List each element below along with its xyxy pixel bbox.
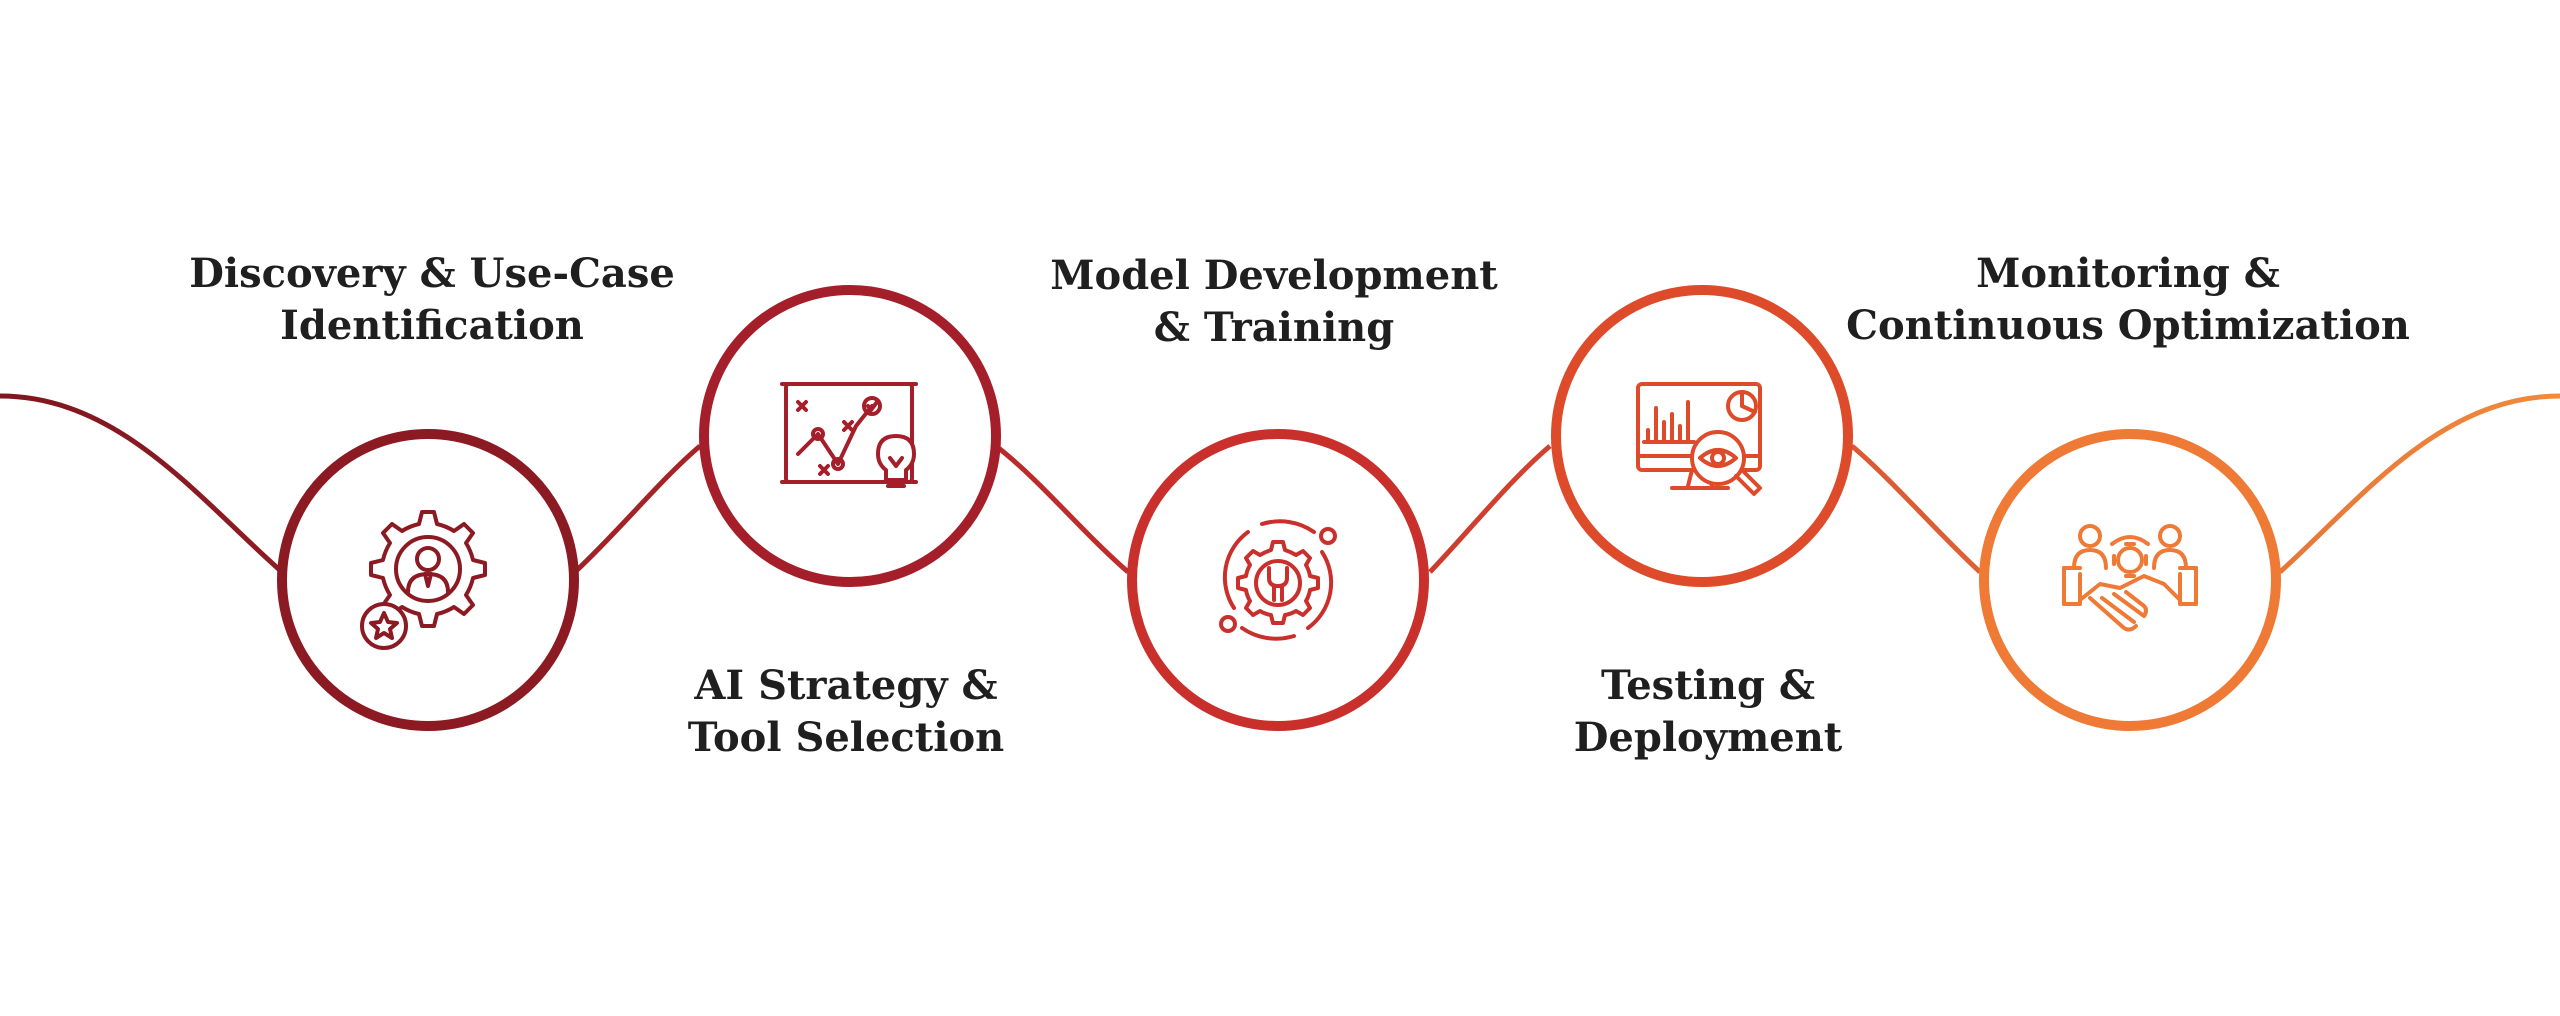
strategy-board-lightbulb-icon (780, 382, 918, 488)
step-5-label-line-1: Monitoring & (1976, 250, 2280, 297)
wave-segment-left (0, 393, 284, 574)
monitor-analytics-eye-icon (1636, 382, 1762, 496)
wave-segment-2-3 (994, 444, 1130, 574)
gear-person-star-icon (360, 510, 487, 650)
step-1-node (277, 429, 579, 731)
wave-segment-4-5 (1850, 444, 1982, 574)
step-3-ring (1127, 429, 1429, 731)
step-2-label: AI Strategy & Tool Selection (536, 660, 1156, 764)
step-3-label: Model Development & Training (964, 250, 1584, 354)
step-2-node (699, 285, 1001, 587)
gear-wrench-orbit-icon (1219, 519, 1337, 641)
step-3-label-line-1: Model Development (1050, 252, 1498, 299)
step-2-label-line-2: Tool Selection (687, 714, 1005, 761)
step-2-label-line-1: AI Strategy & (694, 662, 998, 709)
step-5-node (1979, 429, 2281, 731)
step-4-node (1551, 285, 1853, 587)
step-4-label: Testing & Deployment (1398, 660, 2018, 764)
step-1-label-line-1: Discovery & Use-Case (189, 250, 675, 297)
wave-segment-3-4 (1428, 444, 1552, 574)
team-handshake-gear-icon (2062, 524, 2198, 632)
wave-segment-1-2 (573, 444, 702, 574)
step-5-label: Monitoring & Continuous Optimization (1818, 248, 2438, 352)
step-4-label-line-2: Deployment (1573, 714, 1843, 761)
step-5-ring (1979, 429, 2281, 731)
step-3-label-line-2: & Training (1153, 304, 1395, 351)
step-4-label-line-1: Testing & (1601, 662, 1815, 709)
step-5-label-line-2: Continuous Optimization (1846, 302, 2410, 349)
step-1-label: Discovery & Use-Case Identification (122, 248, 742, 352)
step-1-label-line-2: Identification (280, 302, 584, 349)
step-3-node (1127, 429, 1429, 731)
wave-segment-right (2278, 393, 2560, 574)
